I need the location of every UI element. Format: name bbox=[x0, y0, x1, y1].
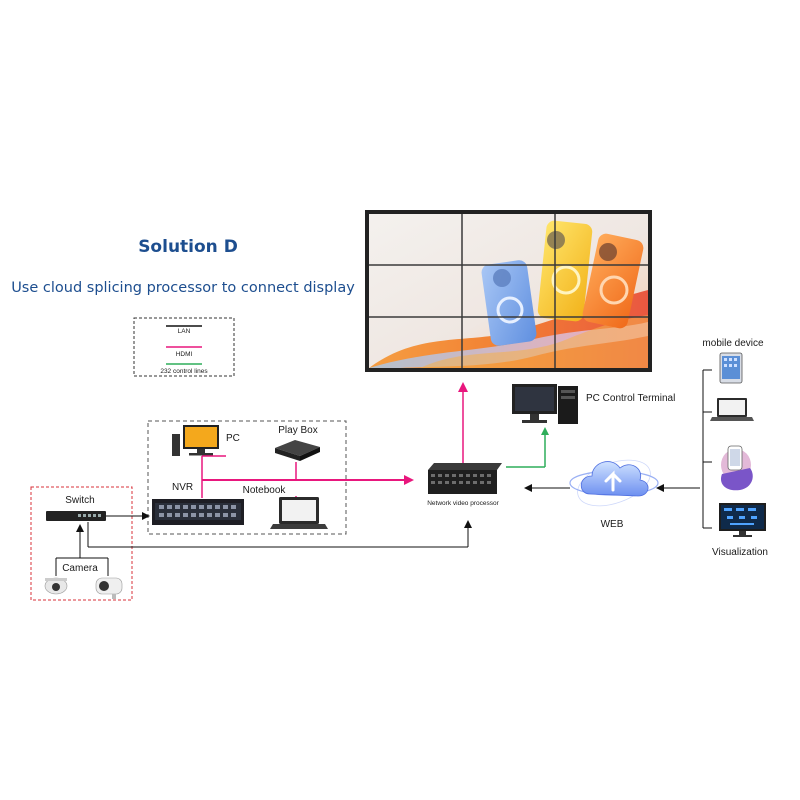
cloud-upload-icon bbox=[569, 459, 659, 507]
phone-orange-image bbox=[582, 233, 644, 329]
processor-icon bbox=[428, 463, 502, 494]
camera-bullet-icon bbox=[95, 577, 123, 599]
switch-label: Switch bbox=[65, 495, 94, 506]
laptop-icon bbox=[710, 398, 754, 421]
notebook-icon bbox=[270, 497, 328, 529]
video-wall bbox=[365, 210, 652, 372]
switch-icon bbox=[46, 511, 106, 521]
phone-yellow-image bbox=[537, 220, 593, 322]
pc-icon bbox=[172, 425, 219, 456]
legend-label-hdmi: HDMI bbox=[176, 351, 193, 358]
nvr-label: NVR bbox=[172, 482, 193, 493]
source-devices-box bbox=[147, 420, 347, 535]
phone-blue-image bbox=[481, 260, 537, 346]
lan-connections bbox=[55, 369, 712, 576]
page-title: Solution D bbox=[138, 237, 238, 257]
pc-label: PC bbox=[226, 433, 240, 444]
pc-control-label: PC Control Terminal bbox=[586, 393, 675, 404]
processor-label: Network video processor bbox=[427, 500, 499, 507]
hdmi-connections bbox=[201, 382, 468, 498]
pc-control-terminal-icon bbox=[512, 384, 578, 424]
legend-label-lan: LAN bbox=[178, 328, 191, 335]
nvr-icon bbox=[152, 499, 244, 525]
control-connection bbox=[506, 427, 549, 468]
legend-label-control: 232 control lines bbox=[160, 368, 208, 375]
web-label: WEB bbox=[601, 519, 624, 530]
page-subtitle: Use cloud splicing processor to connect … bbox=[11, 280, 355, 296]
visualization-monitor-icon bbox=[719, 503, 766, 537]
camera-switch-box bbox=[30, 486, 133, 601]
camera-label: Camera bbox=[62, 563, 98, 574]
play-box-label: Play Box bbox=[278, 425, 317, 436]
camera-dome-icon bbox=[44, 577, 68, 595]
notebook-label: Notebook bbox=[243, 485, 287, 496]
play-box-icon bbox=[275, 440, 320, 461]
smartphone-hand-icon bbox=[720, 445, 753, 491]
visualization-label: Visualization bbox=[712, 547, 768, 558]
tablet-icon bbox=[719, 352, 743, 384]
mobile-device-label: mobile device bbox=[702, 338, 764, 349]
legend: LAN HDMI 232 control lines bbox=[133, 317, 235, 377]
